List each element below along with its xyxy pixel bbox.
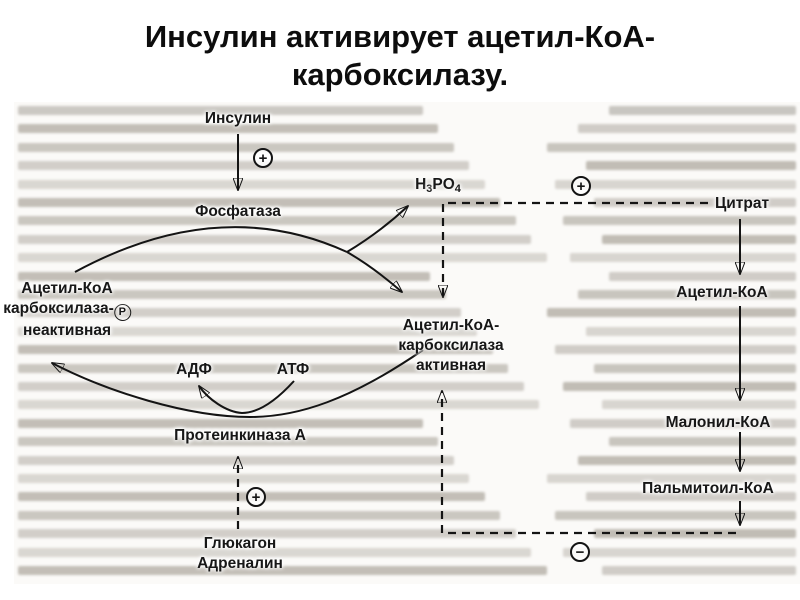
scan-text-line	[18, 437, 796, 447]
node-malonyl-coa: Малонил-КоА	[665, 414, 771, 431]
scan-text-line	[18, 161, 796, 171]
scan-text-line	[18, 400, 796, 410]
scan-text-line	[18, 547, 796, 557]
slide-title: Инсулин активирует ацетил-КоА-карбоксила…	[144, 19, 656, 92]
scan-text-line	[18, 234, 796, 244]
node-citrate: Цитрат	[714, 195, 770, 212]
scan-text-line	[18, 216, 796, 226]
scan-text-line	[18, 382, 796, 391]
node-phosphatase: Фосфатаза	[195, 203, 281, 220]
node-insulin: Инсулин	[204, 110, 272, 127]
scan-text-line	[18, 124, 796, 134]
node-adp: АДФ	[176, 361, 212, 378]
scan-text-line	[18, 198, 796, 207]
activation-sign-icon: +	[253, 148, 273, 168]
node-atp: АТФ	[276, 361, 310, 378]
scan-text-line	[18, 510, 796, 520]
scan-text-line	[18, 271, 796, 281]
scan-text-line	[18, 308, 796, 318]
node-active-enzyme: Ацетил-КоА- карбоксилаза активная	[398, 317, 504, 374]
node-acetyl-coa: Ацетил-КоА	[676, 284, 768, 301]
node-glucagon-adrenaline: Глюкагон Адреналин	[197, 535, 283, 572]
scan-text-line	[18, 179, 796, 189]
activation-sign-icon: +	[246, 487, 266, 507]
node-palmitoyl-coa: Пальмитоил-КоА	[642, 480, 774, 497]
node-inactive-enzyme: Ацетил-КоА карбоксилаза-P неактивная	[3, 279, 131, 341]
scan-text-line	[18, 455, 796, 465]
activation-sign-icon: +	[571, 176, 591, 196]
inhibition-sign-icon: −	[570, 542, 590, 562]
phospho-group-icon: P	[113, 303, 131, 321]
node-protein-kinase-a: Протеинкиназа А	[174, 427, 306, 444]
node-phosphate: H3PO4	[415, 176, 461, 195]
scan-text-line	[18, 326, 796, 336]
scan-text-line	[18, 142, 796, 152]
scan-text-line	[18, 566, 796, 575]
scan-text-line	[18, 529, 796, 539]
scan-text-line	[18, 253, 796, 263]
scan-text-line	[18, 106, 796, 115]
